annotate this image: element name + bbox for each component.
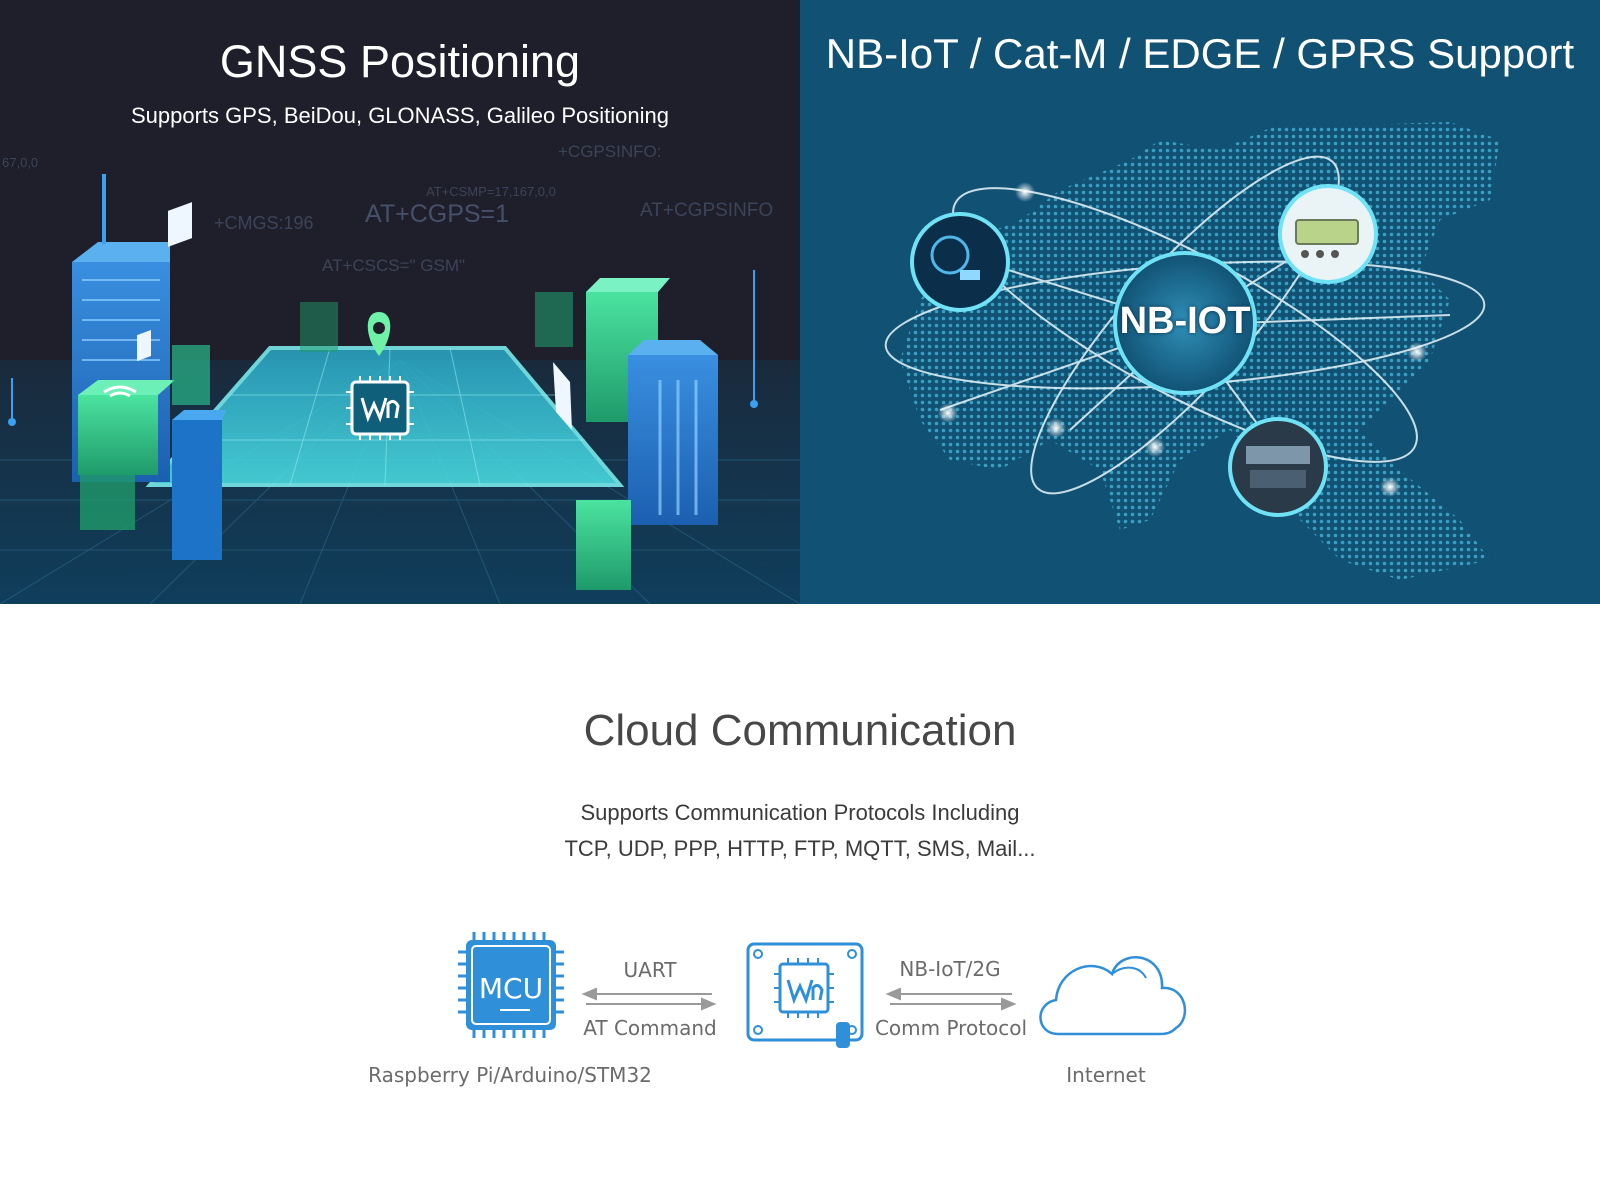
bg-command-text-1: +CGPSINFO:: [558, 142, 662, 161]
nbiot-2g-label: NB-IoT/2G: [899, 957, 1000, 981]
line-chart-sign-icon: [137, 330, 151, 362]
internet-caption: Internet: [1066, 1063, 1146, 1087]
bg-command-text-2: AT+CSMP=17,167,0,0: [426, 184, 556, 199]
nbiot-title: NB-IoT / Cat-M / EDGE / GPRS Support: [825, 30, 1575, 77]
cloud-subtitle-line2: TCP, UDP, PPP, HTTP, FTP, MQTT, SMS, Mai…: [564, 836, 1036, 861]
cloud-icon: [1039, 956, 1187, 1036]
bg-command-text-3: +CMGS:196: [214, 213, 314, 233]
bar-chart-sign-icon: [168, 202, 192, 247]
at-command-label: AT Command: [583, 1016, 717, 1040]
nbiot-hub: [1113, 251, 1257, 395]
control-room-icon: [1228, 417, 1328, 517]
gnss-subtitle: Supports GPS, BeiDou, GLONASS, Galileo P…: [130, 103, 670, 128]
bg-command-text-5: AT+CGPSINFO: [640, 200, 774, 221]
uart-label: UART: [624, 958, 678, 982]
mcu-chip-label: MCU: [479, 972, 543, 1005]
meter-icon: [1278, 184, 1378, 284]
smart-tech-icon: [910, 212, 1010, 312]
cloud-title: Cloud Communication: [583, 706, 1017, 755]
gnss-banner: +CGPSINFO: AT+CSMP=17,167,0,0 +CMGS:196 …: [0, 0, 800, 604]
comm-protocol-label: Comm Protocol: [875, 1016, 1027, 1040]
bg-command-text-6: AT+CSCS=" GSM": [322, 256, 466, 275]
wifi-icon: [103, 385, 137, 398]
location-pin-icon: [367, 312, 391, 356]
signal-sign-icon: [553, 362, 572, 430]
bg-command-text-7: 67,0,0: [2, 155, 39, 170]
nbiot-banner: NB-IOT NB-IoT / Cat-M / EDGE / GPRS Supp…: [800, 0, 1600, 604]
module-board-icon: [746, 942, 864, 1048]
nbiot-world-illustration: [884, 122, 1500, 580]
uart-arrows: [581, 987, 717, 1011]
bg-command-text-4: AT+CGPS=1: [365, 200, 510, 228]
mcu-caption: Raspberry Pi/Arduino/STM32: [368, 1063, 652, 1087]
mcu-chip-icon: MCU: [458, 932, 564, 1038]
gnss-title: GNSS Positioning: [219, 36, 581, 87]
waveshare-chip-icon: [346, 376, 414, 440]
gnss-city-illustration: [0, 174, 800, 604]
protocol-arrows: [885, 987, 1017, 1011]
nbiot-hub-label: NB-IOT: [1119, 300, 1251, 342]
communication-flow-diagram: MCU Raspberry Pi/Arduino/STM32 UART AT C…: [368, 932, 1187, 1087]
cloud-subtitle-line1: Supports Communication Protocols Includi…: [580, 800, 1020, 825]
